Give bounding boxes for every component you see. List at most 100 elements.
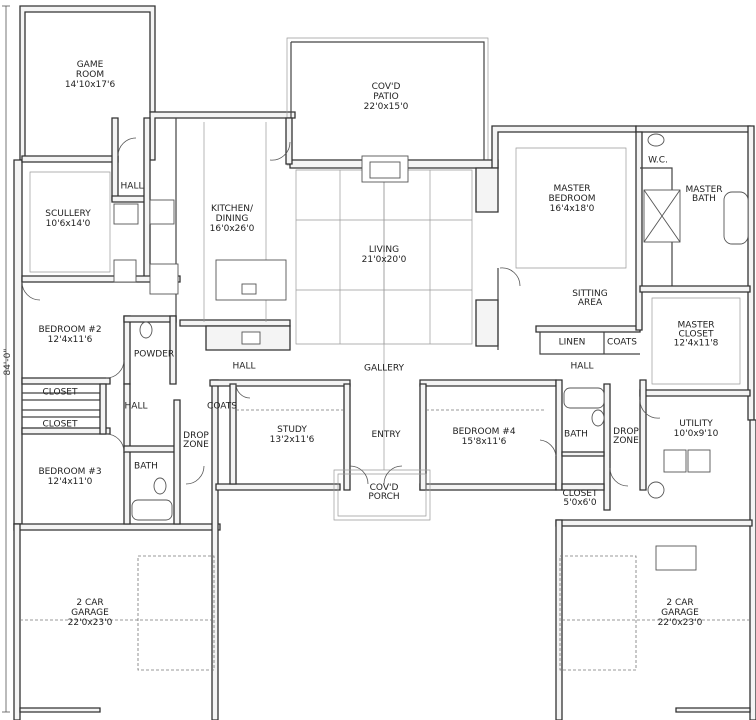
room-name: DINING: [216, 214, 249, 224]
room-bedroom-4: BEDROOM #415'8x11'6: [452, 427, 515, 447]
room-name: HALL: [125, 402, 148, 412]
room-name: BEDROOM #2: [38, 325, 101, 335]
fixtures: [113, 133, 749, 571]
room-name: 2 CAR: [76, 598, 103, 608]
room-hall-right: HALL: [571, 362, 594, 372]
room-name: ZONE: [613, 436, 639, 446]
overall-dimension-label: 84'-0": [3, 348, 13, 375]
room-size: 16'0x26'0: [210, 224, 255, 234]
room-size: 5'0x6'0: [563, 498, 596, 508]
room-bedroom-3: BEDROOM #312'4x11'0: [38, 467, 101, 487]
exterior-walls: [13, 5, 756, 720]
room-name: SITTING: [572, 289, 608, 299]
room-name: BEDROOM #4: [452, 427, 515, 437]
room-bedroom-2: BEDROOM #212'4x11'6: [38, 325, 101, 345]
room-size: 10'6x14'0: [46, 219, 91, 229]
room-size: 12'4x11'8: [674, 339, 719, 349]
room-name: DROP: [183, 431, 209, 441]
room-name: BEDROOM: [549, 194, 596, 204]
tub-left: [131, 499, 173, 521]
room-closet-2: CLOSET: [43, 420, 78, 430]
room-size: 10'0x9'10: [674, 429, 719, 439]
room-name: BEDROOM #3: [38, 467, 101, 477]
room-name: DROP: [613, 427, 639, 437]
room-name: COATS: [607, 338, 637, 348]
room-size: 15'8x11'6: [462, 437, 507, 447]
room-linen: LINEN: [559, 338, 586, 348]
room-name: 2 CAR: [666, 598, 693, 608]
tub-right: [563, 387, 605, 409]
room-name: AREA: [578, 298, 603, 308]
room-size: 12'4x11'6: [48, 335, 93, 345]
room-name: MASTER: [677, 321, 714, 331]
room-name: COATS: [207, 401, 237, 411]
room-name: HALL: [233, 362, 256, 372]
room-coats-right: COATS: [607, 338, 637, 348]
room-name: ENTRY: [371, 430, 401, 440]
room-hall-center: HALL: [233, 362, 256, 372]
room-name: HALL: [121, 182, 144, 192]
room-name: PORCH: [368, 492, 399, 502]
room-size: 21'0x20'0: [362, 255, 407, 265]
room-name: GALLERY: [364, 364, 405, 374]
room-bath-left: BATH: [134, 462, 158, 472]
room-name: BATH: [564, 430, 588, 440]
room-name: CLOSET: [679, 330, 714, 340]
room-bath-right: BATH: [564, 430, 588, 440]
room-name: STUDY: [277, 425, 307, 435]
dimension-line: 84'-0": [2, 5, 13, 713]
tub-master: [723, 191, 749, 245]
room-wc: W.C.: [648, 156, 668, 166]
room-name: COV'D: [372, 82, 401, 92]
room-name: ROOM: [76, 70, 104, 80]
room-size: 12'4x11'0: [48, 477, 93, 487]
room-size: 22'0x15'0: [364, 102, 409, 112]
door-swings: [21, 137, 661, 487]
range: [149, 199, 175, 225]
room-name: LINEN: [559, 338, 586, 348]
room-name: POWDER: [134, 350, 174, 360]
room-name: HALL: [571, 362, 594, 372]
room-name: LIVING: [369, 245, 399, 255]
ceiling-lines: [20, 122, 750, 671]
room-name: CLOSET: [563, 489, 598, 499]
room-size: 22'0x23'0: [658, 618, 703, 628]
room-name: GARAGE: [661, 608, 699, 618]
room-size: 13'2x11'6: [270, 435, 315, 445]
room-size: 16'4x18'0: [550, 204, 595, 214]
room-closet-1: CLOSET: [43, 388, 78, 398]
room-name: MASTER: [553, 184, 590, 194]
room-hall-left: HALL: [125, 402, 148, 412]
room-powder: POWDER: [134, 350, 174, 360]
room-name: UTILITY: [679, 419, 713, 429]
room-size: 22'0x23'0: [68, 618, 113, 628]
room-name: KITCHEN/: [211, 204, 254, 214]
room-size: 14'10x17'6: [65, 80, 116, 90]
room-name: GARAGE: [71, 608, 109, 618]
room-hall-upper: HALL: [121, 182, 144, 192]
room-name: PATIO: [373, 92, 399, 102]
fridge: [149, 263, 179, 295]
room-name: GAME: [77, 60, 104, 70]
room-name: COV'D: [370, 483, 399, 493]
room-name: SCULLERY: [45, 209, 91, 219]
room-coats-left: COATS: [207, 401, 237, 411]
